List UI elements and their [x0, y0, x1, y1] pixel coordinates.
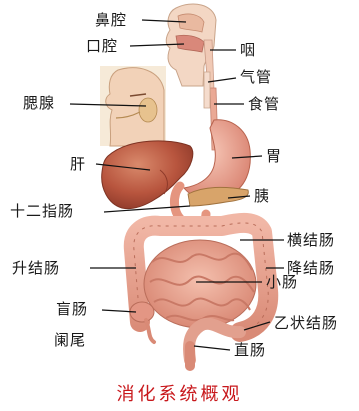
label-rectum: 直肠: [234, 341, 266, 359]
label-oral-cavity: 口腔: [86, 37, 118, 55]
trachea-tube: [204, 72, 210, 108]
sigmoid-rectum-shape: [189, 324, 240, 360]
label-duodenum: 十二指肠: [10, 202, 74, 220]
appendix-shape: [146, 320, 154, 342]
label-trachea: 气管: [240, 68, 272, 86]
label-parotid-gland: 腮腺: [23, 94, 55, 112]
label-transverse-colon: 横结肠: [287, 231, 335, 249]
label-stomach: 胃: [266, 147, 282, 165]
label-cecum: 盲肠: [56, 300, 88, 318]
label-esophagus: 食管: [248, 95, 280, 113]
label-pancreas: 胰: [254, 187, 270, 205]
label-liver: 肝: [70, 155, 86, 173]
diagram-caption: 消化系统概观: [0, 380, 359, 406]
label-small-intestine: 小肠: [266, 273, 298, 291]
label-appendix: 阑尾: [54, 331, 86, 349]
label-ascending-colon: 升结肠: [12, 259, 60, 277]
label-sigmoid-colon: 乙状结肠: [274, 314, 338, 332]
small-intestine-coils: [144, 240, 256, 328]
liver-shape: [102, 141, 193, 209]
label-nasal-cavity: 鼻腔: [95, 11, 127, 29]
label-pharynx: 咽: [240, 41, 256, 59]
